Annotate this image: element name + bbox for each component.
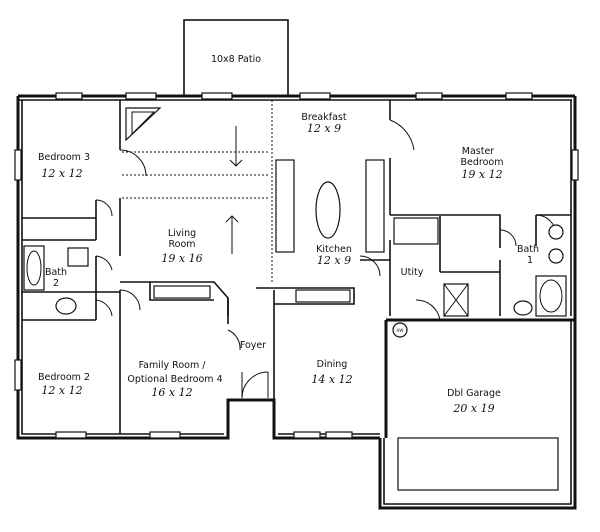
bath1-number: 1 (527, 255, 533, 266)
bedroom2-dims: 12 x 12 (41, 384, 82, 397)
hvac-label: HW (397, 328, 404, 333)
windows (14, 92, 579, 439)
bath1-label: Bath (517, 244, 539, 255)
doors (95, 119, 557, 399)
master-label-2: Bedroom (461, 157, 504, 168)
family-label-2: Optional Bedroom 4 (127, 374, 222, 385)
bedroom3-label: Bedroom 3 (38, 152, 90, 163)
family-dims: 16 x 12 (151, 386, 192, 399)
breakfast-dims: 12 x 9 (307, 122, 341, 135)
family-label-1: Family Room / (139, 360, 207, 371)
garage-label: Dbl Garage (447, 388, 501, 399)
kitchen-dims: 12 x 9 (317, 254, 351, 267)
bedroom2-label: Bedroom 2 (38, 372, 90, 383)
patio: 10x8 Patio (183, 19, 289, 97)
bath2-number: 2 (53, 278, 59, 289)
living-dims: 19 x 16 (161, 252, 202, 265)
living-label-1: Living (168, 228, 196, 239)
garage-dims: 20 x 19 (452, 402, 494, 415)
fixtures (23, 107, 567, 491)
utility-label: Utity (401, 267, 424, 278)
patio-label: 10x8 Patio (211, 54, 261, 65)
bath2-label: Bath (45, 267, 67, 278)
dining-label: Dining (317, 359, 348, 370)
foyer-label: Foyer (240, 340, 266, 351)
bedroom3-dims: 12 x 12 (41, 167, 82, 180)
dining-dims: 14 x 12 (311, 373, 352, 386)
breakfast-label: Breakfast (301, 112, 346, 123)
master-dims: 19 x 12 (461, 168, 502, 181)
interior-walls (22, 100, 571, 434)
master-label-1: Master (462, 146, 495, 157)
living-label-2: Room (168, 239, 195, 250)
room-labels: Breakfast 12 x 9 Master Bedroom 19 x 12 … (38, 112, 539, 415)
kitchen-label: Kitchen (316, 244, 352, 255)
